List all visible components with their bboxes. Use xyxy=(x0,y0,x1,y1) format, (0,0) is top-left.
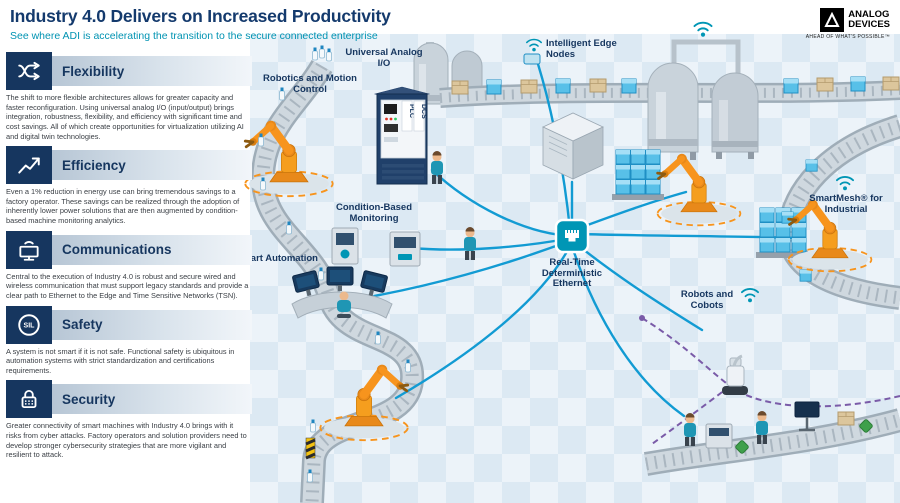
section-title: Security xyxy=(62,391,116,407)
section-banner: Efficiency xyxy=(52,150,252,181)
section-flexibility: Flexibility The shift to more flexible a… xyxy=(6,52,252,141)
operator-body xyxy=(337,300,351,312)
label-smart-automation: Smart Automation xyxy=(236,253,318,264)
section-banner: Safety xyxy=(52,309,252,340)
sil-safety-icon: SIL xyxy=(6,305,52,344)
section-title: Flexibility xyxy=(62,63,125,79)
section-body: Even a 1% reduction in energy use can br… xyxy=(6,187,240,225)
section-body: Greater connectivity of smart machines w… xyxy=(6,421,247,460)
section-title: Communications xyxy=(62,242,172,258)
section-banner: Communications xyxy=(52,234,252,265)
pallet-stack-2 xyxy=(756,207,812,258)
header: Industry 4.0 Delivers on Increased Produ… xyxy=(10,6,570,42)
page-subtitle: See where ADI is accelerating the transi… xyxy=(10,30,378,42)
edge-node-device xyxy=(523,53,541,65)
adi-triangle-icon xyxy=(820,8,845,32)
benefits-sidebar: Flexibility The shift to more flexible a… xyxy=(6,52,252,503)
ethernet-node xyxy=(554,218,590,254)
communications-icon xyxy=(6,230,52,269)
smart-automation-desk xyxy=(291,266,393,319)
operator-head xyxy=(339,291,349,301)
section-header: Communications xyxy=(6,230,252,269)
section-communications: Communications Central to the execution … xyxy=(6,230,252,301)
label-robotics-motion-control: Robotics and Motion Control xyxy=(263,73,357,95)
label-robots-cobots: Robots and Cobots xyxy=(680,289,734,311)
section-banner: Flexibility xyxy=(52,56,252,86)
monitor-right xyxy=(360,270,388,297)
security-lock-icon xyxy=(6,380,52,419)
label-universal-analog-io: Universal Analog I/O xyxy=(345,47,423,69)
label-condition-based-monitoring: Condition-Based Monitoring xyxy=(336,202,412,224)
section-security: Security Greater connectivity of smart m… xyxy=(6,380,252,460)
brand-tagline: AHEAD OF WHAT'S POSSIBLE™ xyxy=(805,34,890,40)
section-header: Flexibility xyxy=(6,52,252,90)
section-header: Efficiency xyxy=(6,146,252,185)
section-body: Central to the execution of Industry 4.0… xyxy=(6,271,249,300)
efficiency-chart-icon xyxy=(6,146,52,185)
analog-devices-logo: ANALOG DEVICES AHEAD OF WHAT'S POSSIBLE™ xyxy=(806,8,890,40)
monitor-center xyxy=(326,266,354,291)
label-smartmesh: SmartMesh® for Industrial xyxy=(809,193,883,215)
section-efficiency: Efficiency Even a 1% reduction in energy… xyxy=(6,146,252,226)
ethernet-port-icon xyxy=(565,230,579,242)
page-title: Industry 4.0 Delivers on Increased Produ… xyxy=(10,6,391,26)
brand-line1: ANALOG xyxy=(848,9,890,21)
plc-tag: PLC xyxy=(408,104,415,118)
robot-arm-3 xyxy=(658,154,741,226)
monitor-left xyxy=(292,270,320,297)
edge-server-box xyxy=(542,112,604,180)
packing-station xyxy=(705,401,874,455)
hazard-post xyxy=(305,437,316,460)
storage-tanks-large xyxy=(647,39,759,160)
cobot-path-start xyxy=(639,315,645,321)
dcs-tag: DCS xyxy=(420,104,427,119)
worker-packing-1 xyxy=(684,413,696,446)
operator-chair xyxy=(337,314,351,318)
plc-dcs-cabinet: PLC DCS xyxy=(373,86,431,185)
section-banner: Security xyxy=(52,384,252,415)
condition-monitoring-machines xyxy=(331,227,421,267)
wifi-icon xyxy=(693,21,713,38)
brand-name: ANALOG DEVICES xyxy=(848,10,890,29)
section-header: SIL Safety xyxy=(6,305,252,344)
worker-inspecting xyxy=(464,227,476,260)
section-title: Efficiency xyxy=(62,157,126,173)
brand-row: ANALOG DEVICES xyxy=(806,8,890,32)
section-safety: SIL Safety A system is not smart if it i… xyxy=(6,305,252,376)
section-header: Security xyxy=(6,380,252,419)
cobot xyxy=(722,354,748,395)
label-real-time-ethernet: Real-Time Deterministic Ethernet xyxy=(541,257,603,290)
worker-at-cabinet xyxy=(431,151,443,184)
sil-text: SIL xyxy=(24,322,36,329)
wifi-icon xyxy=(836,176,854,192)
label-intelligent-edge-nodes: Intelligent Edge Nodes xyxy=(546,38,617,60)
section-title: Safety xyxy=(62,317,103,332)
flexibility-arrows-icon xyxy=(6,52,52,90)
brand-line2: DEVICES xyxy=(848,19,890,30)
pallet-stack-1 xyxy=(612,149,664,200)
section-body: A system is not smart if it is not safe.… xyxy=(6,346,235,375)
section-body: The shift to more flexible architectures… xyxy=(6,93,244,141)
